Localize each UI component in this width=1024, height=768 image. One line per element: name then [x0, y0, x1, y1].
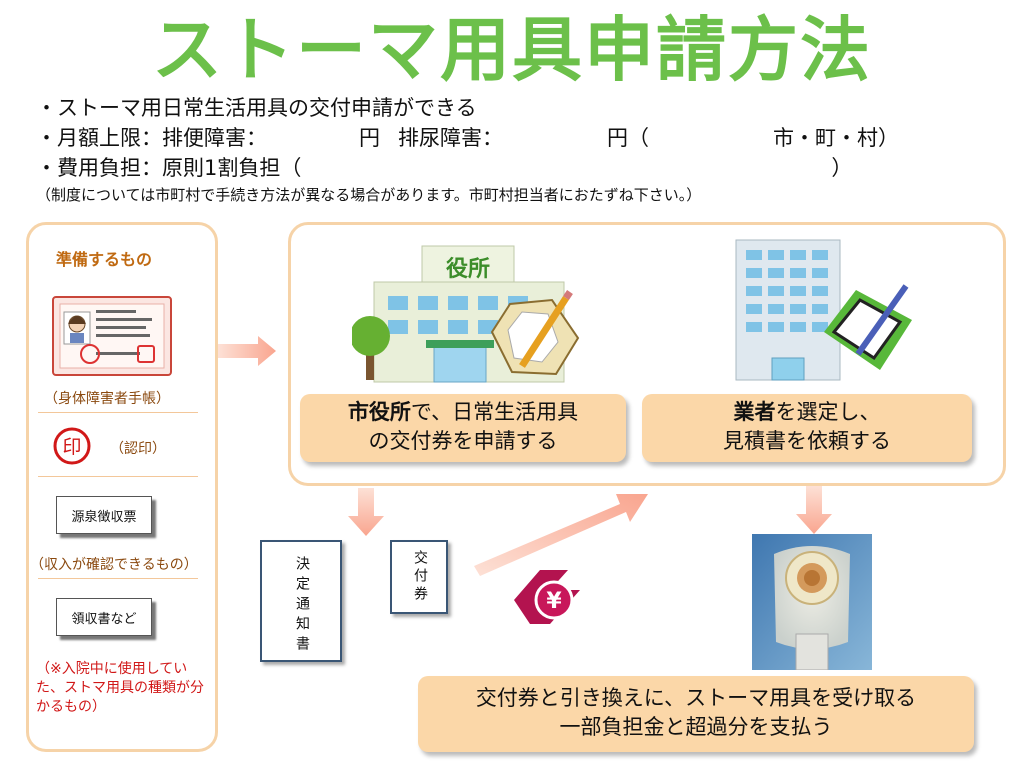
svg-text:¥: ¥ — [546, 589, 562, 614]
disability-notebook-icon — [52, 296, 172, 376]
arrow-down-icon — [348, 488, 384, 536]
monthly-limit-label: ・月額上限：排便障害： — [36, 126, 267, 150]
city-hall-step-caption: 市役所で、日常生活用具 の交付券を申請する — [300, 394, 626, 462]
stool-yen: 円 — [359, 126, 380, 150]
municipality-label: 市・町・村） — [773, 126, 899, 150]
final-step-line-2: 一部負担金と超過分を支払う — [559, 715, 833, 739]
urine-label: 排尿障害： — [398, 126, 503, 150]
receipt-note: （※入院中に使用していた、ストマ用具の種類が分かるもの） — [36, 661, 204, 715]
info-line-2: ・月額上限：排便障害： 円排尿障害： 円（ 市・町・村） — [36, 124, 899, 152]
city-hall-text-1: で、日常生活用具 — [410, 400, 579, 424]
city-hall-icon: 役所 — [352, 245, 580, 383]
vendor-text-1: を選定し、 — [775, 400, 881, 424]
cost-burden-close: ） — [831, 156, 853, 180]
city-hall-text-2: の交付券を申請する — [368, 429, 558, 453]
vendor-step-caption: 業者を選定し、 見積書を依頼する — [642, 394, 972, 462]
voucher-text: 交付券 — [412, 550, 428, 604]
prepare-header: 準備するもの — [56, 250, 153, 269]
ostomy-bag-photo — [752, 534, 872, 670]
arrow-right-icon — [218, 336, 276, 366]
seal-label: （認印） — [110, 441, 166, 457]
info-line-1: ・ストーマ用日常生活用具の交付申請ができる — [36, 96, 477, 120]
divider — [38, 412, 198, 413]
arrow-down-icon — [796, 486, 832, 534]
vendor-bold: 業者 — [733, 400, 776, 424]
decision-notice-text: 決定通知書 — [294, 556, 310, 656]
divider — [38, 578, 198, 579]
notebook-label: （身体障害者手帳） — [44, 391, 170, 407]
final-step-line-1: 交付券と引き換えに、ストーマ用具を受け取る — [475, 686, 917, 710]
city-hall-bold: 市役所 — [347, 400, 411, 424]
vendor-text-2: 見積書を依頼する — [723, 429, 891, 453]
decision-notice-doc: 決定通知書 — [260, 540, 342, 662]
svg-text:印: 印 — [62, 436, 81, 458]
divider — [38, 476, 198, 477]
info-line-3: ・費用負担：原則1割負担（ ） — [36, 154, 852, 182]
svg-text:役所: 役所 — [446, 257, 490, 282]
page-title: ストーマ用具申請方法 — [152, 9, 872, 91]
final-step-caption: 交付券と引き換えに、ストーマ用具を受け取る 一部負担金と超過分を支払う — [418, 676, 974, 752]
urine-yen: 円（ — [607, 126, 649, 150]
voucher-doc: 交付券 — [390, 540, 448, 614]
municipality-note: （制度については市町村で手続き方法が異なる場合があります。市町村担当者におたずね… — [36, 186, 702, 204]
office-building-icon — [735, 239, 912, 381]
cost-burden-label: ・費用負担：原則1割負担（ — [36, 156, 302, 180]
arrow-diagonal-icon — [474, 494, 648, 576]
receipt-doc: 領収書など — [56, 598, 152, 636]
seal-icon: 印 — [53, 427, 91, 465]
withholding-label: （収入が確認できるもの） — [30, 557, 198, 573]
withholding-slip-doc: 源泉徴収票 — [56, 496, 152, 534]
yen-payment-icon: ¥ — [514, 570, 580, 624]
